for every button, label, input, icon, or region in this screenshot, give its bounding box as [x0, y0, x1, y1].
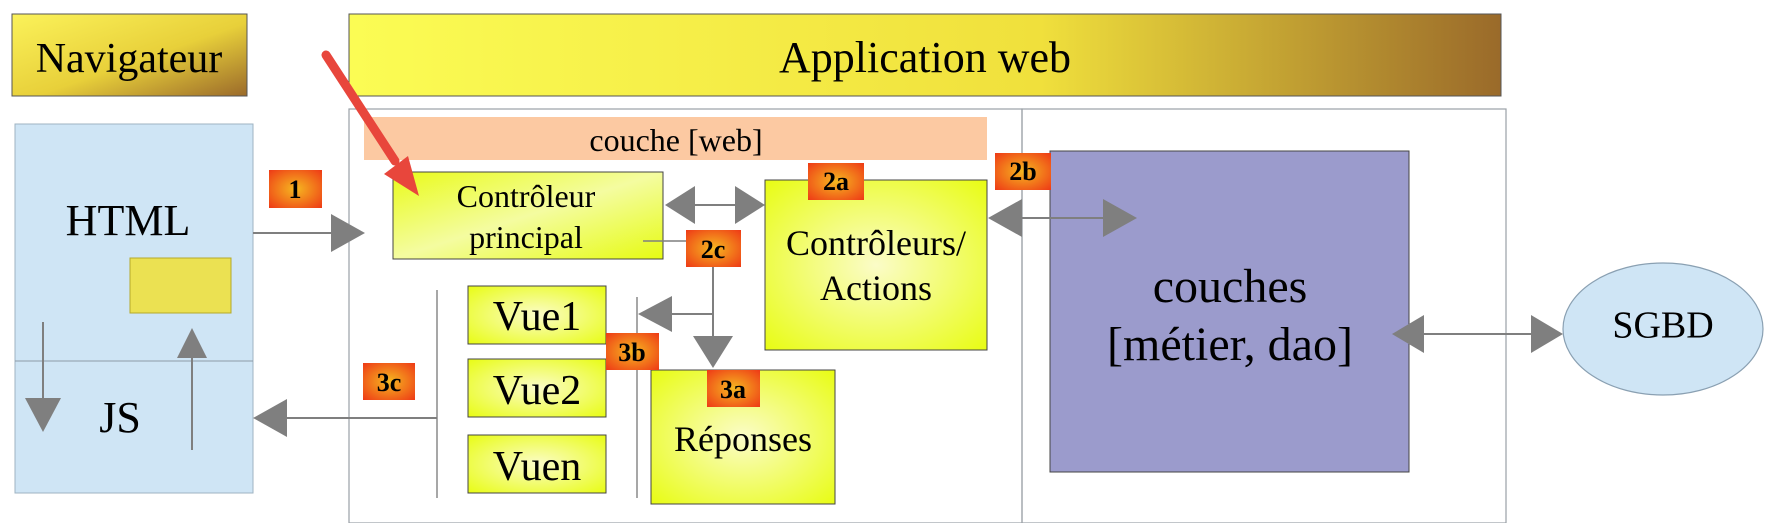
navigateur-title: Navigateur: [36, 36, 223, 82]
browser-panel: HTML JS: [14, 123, 254, 494]
actions-line1: Contrôleurs/: [786, 223, 966, 263]
step-badge: 3c: [363, 363, 415, 400]
js-label: JS: [99, 393, 141, 442]
database-label: SGBD: [1612, 305, 1713, 347]
step-badge: 3b: [606, 333, 659, 370]
view-list: Vue1 Vue2 Vuen: [467, 285, 607, 494]
step-label: 2c: [701, 235, 726, 264]
view-box: [467, 358, 607, 418]
down-arrow-icon: [25, 398, 61, 432]
business-layer-box: couches [métier, dao]: [1049, 150, 1410, 473]
step-label: 2b: [1009, 157, 1036, 186]
right-arrow-icon: [735, 186, 765, 224]
navigateur-header: Navigateur: [11, 13, 248, 97]
step-badge: 1: [269, 170, 322, 208]
step-badge: 3a: [707, 370, 760, 407]
pointer-arrow-icon: [321, 50, 419, 196]
left-arrow-icon: [1392, 315, 1424, 353]
business-container: [1021, 108, 1507, 523]
step-label: 3b: [618, 338, 645, 367]
step-badge: 2a: [808, 163, 864, 200]
front-controller-line2: principal: [469, 219, 583, 255]
business-layer-line1: couches: [1153, 260, 1308, 313]
view-box: [467, 285, 607, 345]
down-arrow-icon: [693, 336, 733, 368]
right-arrow-icon: [1103, 199, 1137, 237]
web-layer-bar: couche [web]: [364, 117, 987, 160]
step-label: 3a: [720, 375, 746, 404]
actions-box: Contrôleurs/ Actions: [764, 179, 988, 351]
right-arrow-icon: [1531, 315, 1563, 353]
database-ellipse: SGBD: [1562, 262, 1764, 396]
left-arrow-icon: [638, 296, 672, 332]
view-label: Vuen: [493, 444, 581, 490]
left-arrow-icon: [988, 199, 1022, 237]
application-header: Application web: [348, 13, 1502, 97]
application-title: Application web: [779, 33, 1071, 82]
responses-label: Réponses: [674, 419, 812, 459]
business-layer-line2: [métier, dao]: [1107, 318, 1353, 371]
front-controller-line1: Contrôleur: [457, 178, 596, 214]
step-badge: 2b: [995, 153, 1051, 190]
up-arrow-icon: [177, 328, 207, 358]
view-label: Vue2: [493, 368, 581, 414]
dom-element-box: [129, 257, 232, 314]
html-label: HTML: [66, 196, 191, 245]
left-arrow-icon: [253, 399, 287, 437]
step-badge: 2c: [686, 230, 741, 267]
view-box: [467, 434, 607, 494]
step-label: 1: [289, 175, 302, 204]
actions-line2: Actions: [820, 268, 932, 308]
view-label: Vue1: [493, 294, 581, 340]
left-arrow-icon: [665, 186, 695, 224]
step-label: 3c: [377, 368, 402, 397]
front-controller-box: Contrôleur principal: [392, 171, 693, 260]
step-label: 2a: [823, 167, 849, 196]
right-arrow-icon: [331, 214, 365, 252]
web-layer-title: couche [web]: [589, 122, 762, 158]
